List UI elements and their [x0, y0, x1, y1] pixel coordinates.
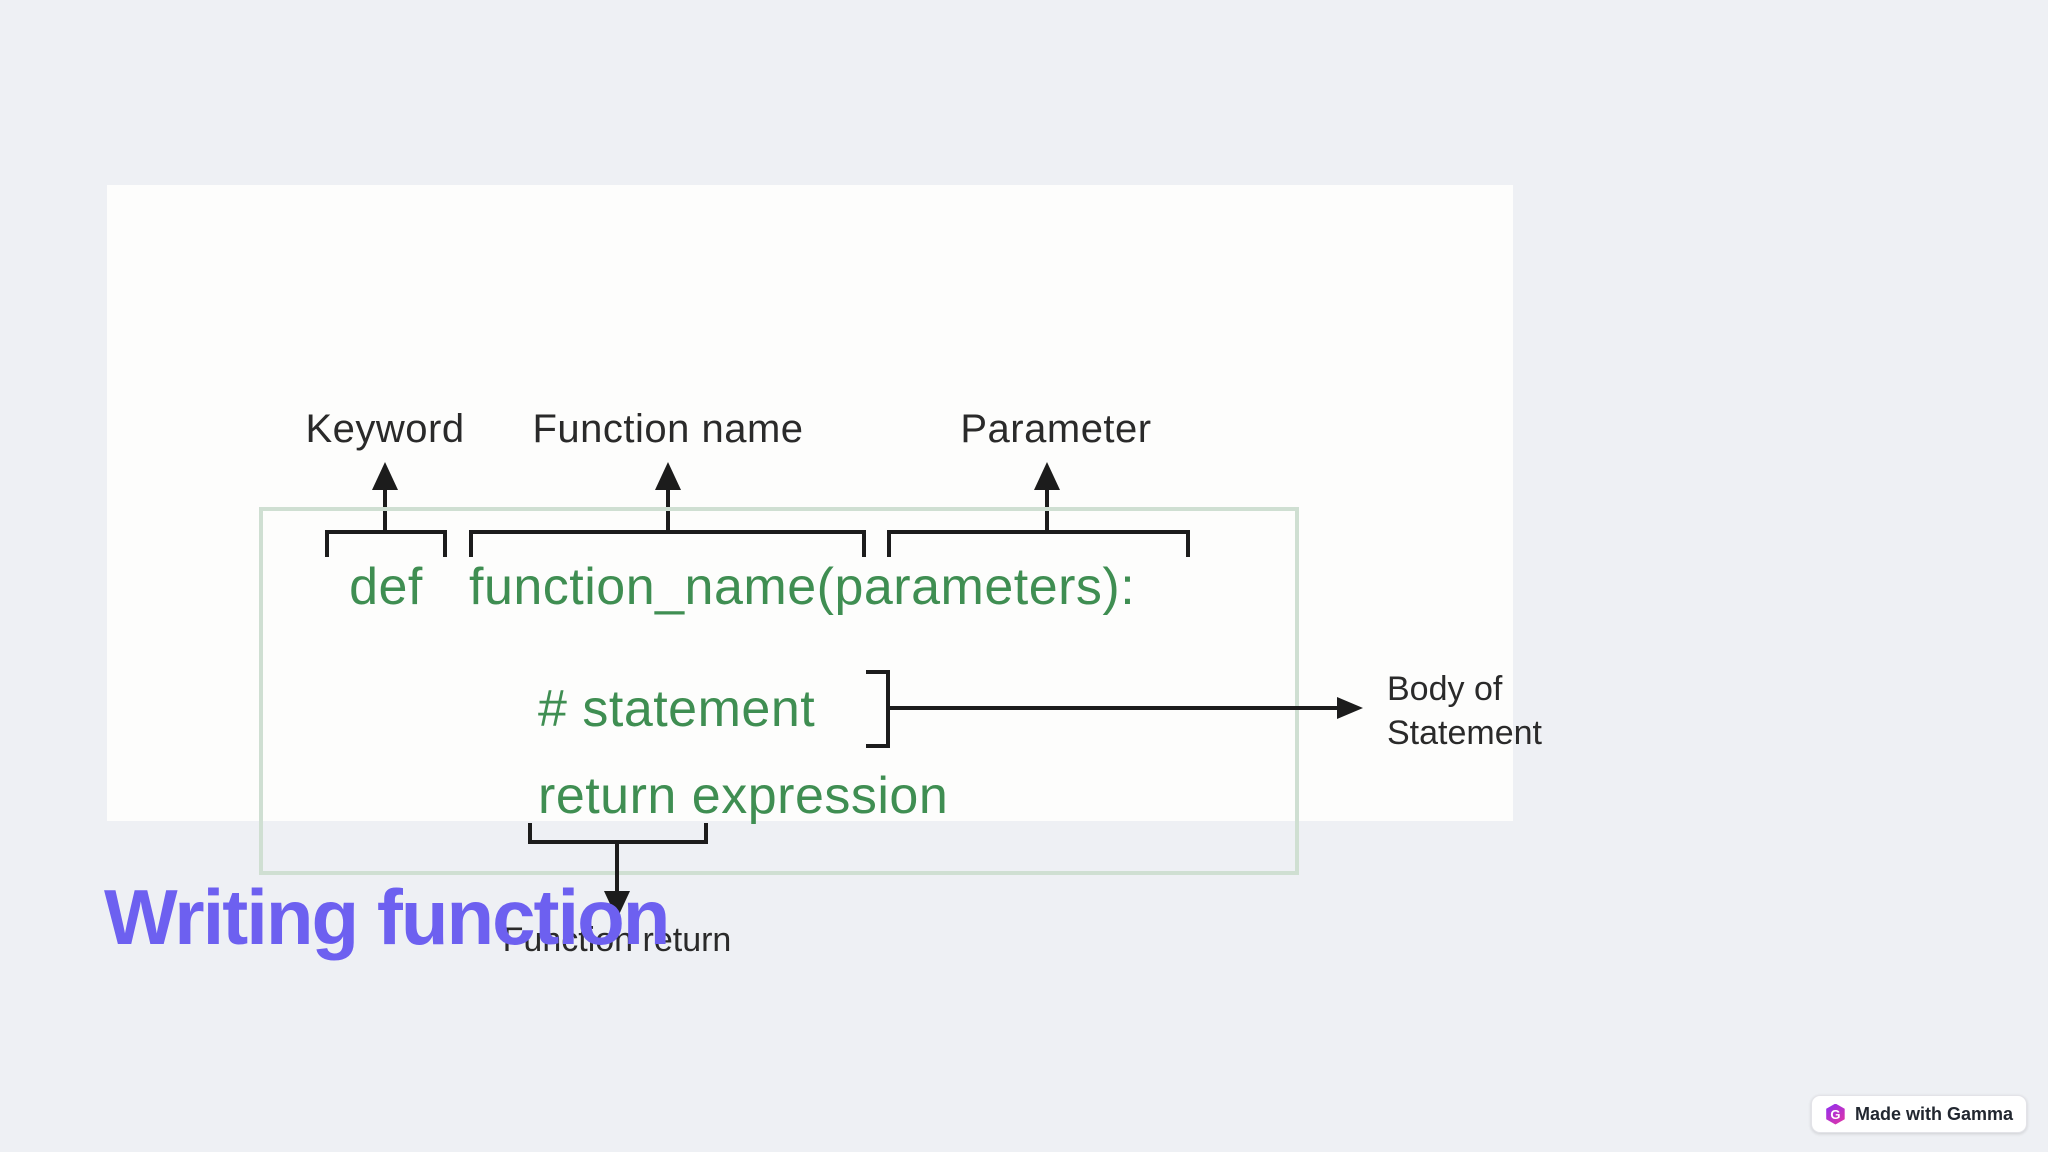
gamma-logo-letter: G — [1830, 1106, 1841, 1122]
slide-title: Writing function — [104, 873, 670, 961]
label-keyword: Keyword — [305, 407, 465, 451]
bracket-function-return — [528, 823, 708, 844]
code-statement: # statement — [538, 680, 816, 738]
bracket-statement-body — [866, 670, 890, 748]
arrow-right-body-icon — [1337, 697, 1363, 719]
bracket-parameter — [887, 530, 1190, 557]
code-signature: function_name(parameters): — [469, 558, 1136, 616]
made-with-gamma-label: Made with Gamma — [1854, 1103, 2013, 1124]
diagram-panel: Keyword Function name Parameter def func… — [107, 185, 1542, 959]
label-body-of-statement: Body of Statement — [1387, 667, 1542, 755]
code-box-outline — [259, 507, 1299, 875]
made-with-gamma-badge[interactable]: G Made with Gamma — [1810, 1095, 2027, 1133]
label-body-of-statement-line1: Body of — [1387, 670, 1503, 708]
bracket-function-name — [469, 530, 866, 557]
arrow-down-return-stem — [615, 842, 619, 894]
gamma-logo-icon: G — [1826, 1103, 1845, 1125]
label-function-name: Function name — [532, 407, 804, 451]
label-body-of-statement-line2: Statement — [1387, 714, 1542, 752]
arrow-up-parameter-icon — [1034, 462, 1060, 490]
label-function-return: Function return — [502, 921, 732, 959]
arrow-up-function-name-icon — [655, 462, 681, 490]
arrow-up-keyword-icon — [372, 462, 398, 490]
code-return-expression: return expression — [538, 767, 949, 825]
label-parameter: Parameter — [960, 407, 1152, 451]
bracket-keyword — [325, 530, 447, 557]
code-keyword-def: def — [349, 558, 423, 616]
arrow-right-body-stem — [888, 706, 1338, 710]
arrow-down-return-icon — [604, 891, 630, 919]
